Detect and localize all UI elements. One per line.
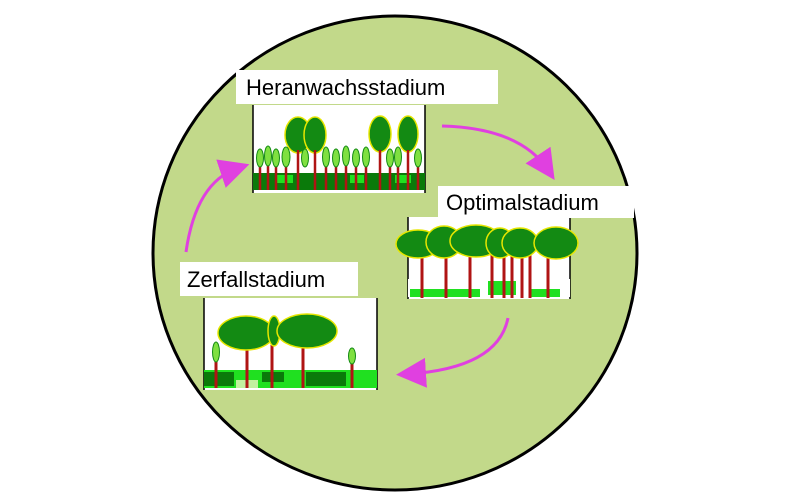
label-zerfall-box: Zerfallstadium	[180, 262, 358, 296]
panel-zerfall	[203, 298, 378, 390]
label-zerfallstadium: Zerfallstadium	[187, 267, 325, 292]
arrow-zerfall-to-heranwachs	[184, 159, 250, 253]
label-optimal-box: Optimalstadium	[438, 186, 634, 218]
label-heranwachs-box: Heranwachsstadium	[236, 70, 498, 104]
arrow-heranwachs-to-optimal	[441, 124, 555, 180]
arrow-optimal-to-zerfall	[396, 317, 510, 388]
label-optimalstadium: Optimalstadium	[446, 190, 599, 215]
label-heranwachsstadium: Heranwachsstadium	[246, 75, 445, 100]
panel-optimal	[395, 217, 579, 299]
panel-heranwachs	[252, 105, 426, 193]
